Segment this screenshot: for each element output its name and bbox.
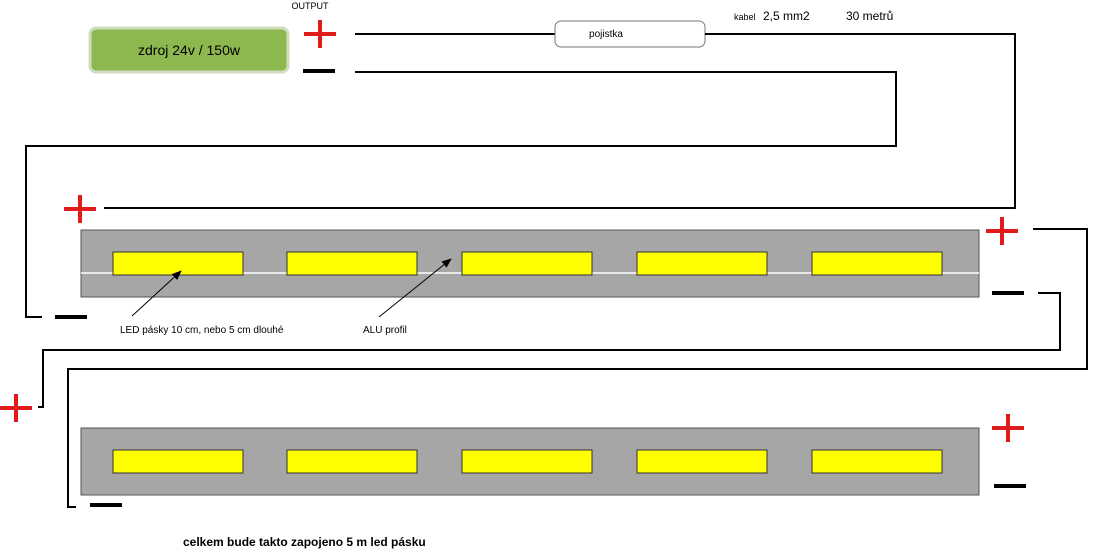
led-strip-segment (636, 449, 768, 474)
cable-prefix: kabel (734, 12, 756, 22)
strip-2-right-plus (992, 414, 1024, 442)
wire-jumper-minus-to-strip2-plus (38, 292, 1061, 408)
output-plus-symbol (304, 20, 336, 48)
led-strip-segment (811, 251, 943, 276)
led-strip-segment (112, 449, 244, 474)
led-strip-segment (811, 449, 943, 474)
led-strip-segment (461, 251, 593, 276)
led-annotation-arrow (131, 270, 182, 317)
led-strip-segment (286, 251, 418, 276)
led-strip-segment (286, 449, 418, 474)
strip-1-right-plus (986, 217, 1018, 245)
fuse-label: pojistka (589, 29, 623, 40)
alu-annotation-label: ALU profil (363, 325, 407, 336)
power-supply-label: zdroj 24v / 150w (138, 42, 241, 58)
alu-annotation-arrow (378, 258, 452, 318)
led-strip-segment (636, 251, 768, 276)
strip-2-left-plus (0, 394, 32, 422)
fuse (554, 20, 706, 48)
wire-positive-main (104, 33, 1016, 209)
wire-negative-main (25, 71, 897, 318)
cable-length: 30 metrů (846, 9, 893, 23)
led-annotation-label: LED pásky 10 cm, nebo 5 cm dlouhé (120, 325, 284, 336)
strip-1-plus (64, 195, 96, 223)
power-supply-box (88, 26, 290, 74)
led-strip-segment (461, 449, 593, 474)
cable-spec: 2,5 mm2 (763, 9, 810, 23)
led-strip-segment (112, 251, 244, 276)
output-label: OUTPUT (292, 1, 330, 11)
wire-jumper-plus-to-strip2-minus (67, 228, 1088, 508)
footer-note: celkem bude takto zapojeno 5 m led pásku (183, 535, 426, 549)
